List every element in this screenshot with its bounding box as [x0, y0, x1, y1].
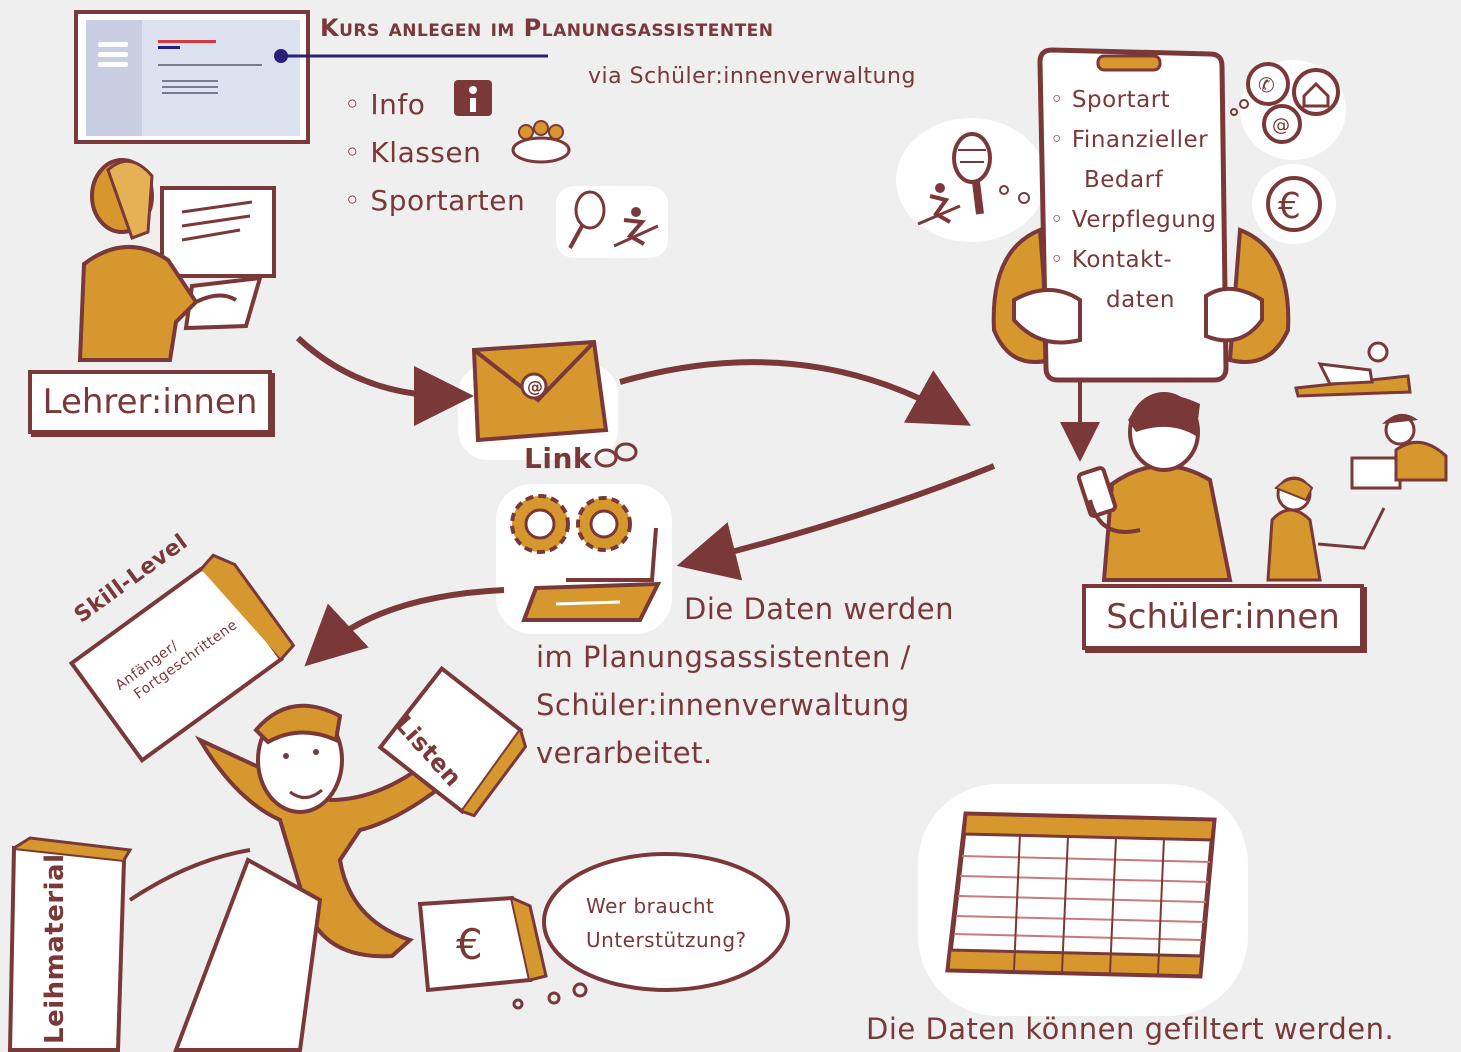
header-item-info: ◦ Info — [344, 88, 426, 121]
phone-list-item: ◦ Sportart — [1050, 87, 1171, 113]
processing-line-1: Die Daten werden — [684, 592, 954, 626]
filter-caption: Die Daten können gefiltert werden. — [866, 1012, 1395, 1046]
laptop-icon — [521, 527, 662, 622]
euro-folder-label: € — [456, 920, 484, 969]
course-screen-mockup — [74, 10, 548, 144]
phone-list: ◦ Sportart ◦ Finanzieller Bedarf ◦ Verpf… — [1050, 80, 1220, 320]
euro-icon: € — [1266, 176, 1322, 232]
student-at-laptop-1 — [1350, 413, 1448, 490]
loan-folder — [7, 836, 133, 1052]
phone-list-item: ◦ Verpflegung — [1050, 207, 1217, 233]
svg-text:✆: ✆ — [1258, 73, 1275, 97]
svg-text:€: € — [1278, 186, 1301, 227]
student-with-phone — [1076, 392, 1233, 582]
at-icon: ✆ @ — [1230, 62, 1302, 144]
tennis-racket-large-icon — [917, 132, 1030, 226]
phone-list-item: ◦ Finanzieller — [1050, 127, 1209, 153]
info-icon — [454, 80, 492, 116]
blob-icons-1 — [556, 186, 668, 258]
teachers-label: Lehrer:innen — [28, 370, 272, 434]
skier-icon — [613, 207, 659, 248]
processing-line-2: im Planungsassistenten / — [536, 640, 911, 674]
phone-list-item: Bedarf — [1084, 167, 1164, 193]
students-label: Schüler:innen — [1082, 584, 1364, 650]
link-label: Link — [524, 442, 592, 475]
processing-line-3: Schüler:innenverwaltung — [536, 688, 910, 722]
phone-list-item: daten — [1106, 287, 1175, 313]
arrow-teacher-to-mail — [295, 335, 474, 426]
arrow-students-to-laptop — [676, 463, 996, 581]
thought-bubble — [512, 852, 790, 1010]
phone-icon — [991, 47, 1291, 383]
spreadsheet-icon — [945, 811, 1217, 979]
thought-bubble-line-2: Unterstützung? — [586, 928, 747, 952]
teacher-figure — [77, 158, 276, 362]
arrow-mail-to-students — [619, 359, 971, 426]
student-lying — [1294, 341, 1412, 398]
euro-folder — [417, 895, 548, 993]
header-item-classes: ◦ Klassen — [344, 136, 482, 169]
header-item-sports: ◦ Sportarten — [344, 184, 526, 217]
phone-list-item: ◦ Kontakt- — [1050, 247, 1173, 273]
processing-line-4: verarbeitet. — [536, 736, 713, 770]
student-at-laptop-2 — [1266, 476, 1386, 582]
lists-folder — [377, 665, 528, 818]
chain-link-icon — [594, 442, 638, 468]
class-group-icon — [511, 120, 571, 164]
thought-bubble-line-1: Wer braucht — [586, 894, 715, 918]
loan-label: Leihmaterial — [40, 853, 70, 1044]
course-subtitle: via Schüler:innenverwaltung — [588, 64, 916, 89]
svg-text:@: @ — [527, 377, 543, 396]
course-title: Kurs anlegen im Planungsassistenten — [320, 14, 774, 42]
envelope-icon: @ — [471, 339, 609, 443]
skill-level-folder — [68, 553, 296, 764]
home-icon — [1292, 68, 1340, 116]
gears-icon — [510, 494, 632, 554]
arrow-laptop-to-teacher — [304, 587, 505, 667]
tennis-racket-icon — [568, 190, 606, 249]
svg-text:@: @ — [1272, 115, 1290, 136]
